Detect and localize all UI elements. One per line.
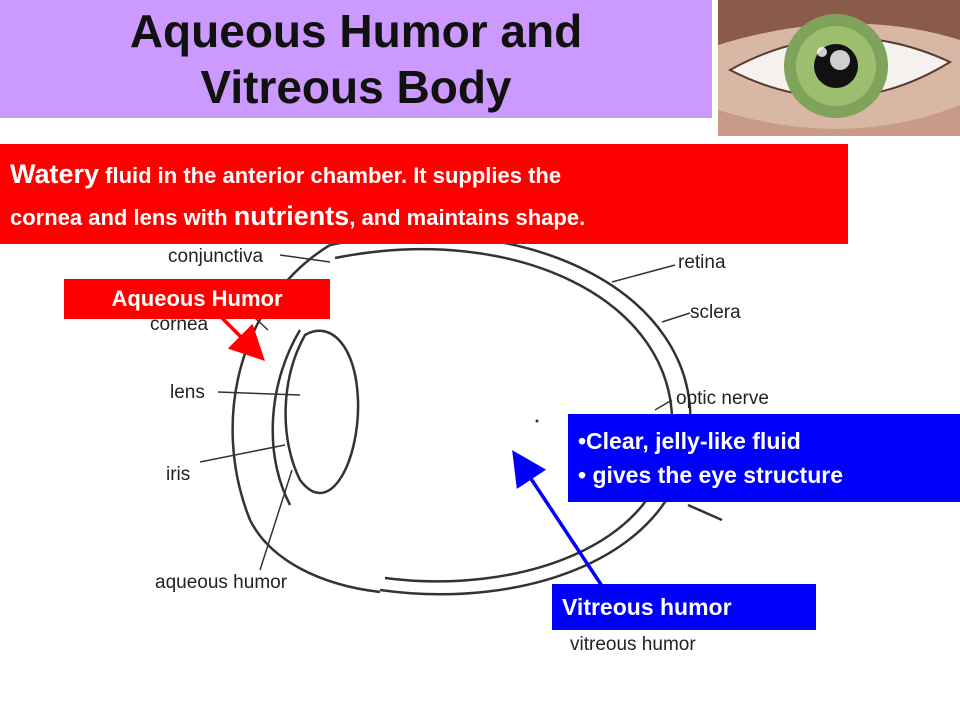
- description-text-2: cornea and lens with: [10, 205, 234, 230]
- description-keyword-nutrients: nutrients: [233, 201, 350, 231]
- info-bullet-2: • gives the eye structure: [578, 462, 843, 488]
- label-optic-nerve: optic nerve: [676, 388, 769, 409]
- title-line-2: Vitreous Body: [200, 61, 512, 113]
- label-sclera: sclera: [690, 302, 741, 323]
- aqueous-arrow: [220, 316, 265, 361]
- lens-shape: [284, 329, 360, 495]
- description-callout: Watery fluid in the anterior chamber. It…: [0, 144, 848, 244]
- vitreous-humor-callout: Vitreous humor: [552, 584, 816, 630]
- label-vitreous-humor: vitreous humor: [570, 634, 696, 655]
- label-lens: lens: [170, 382, 205, 403]
- title-banner: Aqueous Humor and Vitreous Body: [0, 0, 712, 118]
- optic-nerve-line-2: [687, 503, 723, 522]
- label-cornea: cornea: [150, 314, 209, 335]
- description-line-2: cornea and lens with nutrients, and main…: [10, 196, 840, 238]
- eye-photo: [718, 0, 960, 136]
- iris-line: [271, 329, 302, 506]
- label-iris: iris: [166, 464, 190, 485]
- label-aqueous-humor: aqueous humor: [155, 572, 288, 593]
- label-conjunctiva: conjunctiva: [168, 246, 263, 267]
- vitreous-info-callout: •Clear, jelly-like fluid • gives the eye…: [568, 414, 960, 502]
- aqueous-humor-callout: Aqueous Humor: [64, 279, 330, 319]
- description-text-1: fluid in the anterior chamber. It suppli…: [99, 163, 562, 188]
- info-bullet-1: •Clear, jelly-like fluid: [578, 428, 801, 454]
- label-retina: retina: [678, 252, 726, 273]
- description-keyword-watery: Watery: [10, 159, 100, 189]
- title-line-1: Aqueous Humor and: [129, 5, 583, 57]
- description-text-3: , and maintains shape.: [349, 205, 586, 230]
- vitreous-arrow: [512, 450, 604, 587]
- description-line-1: Watery fluid in the anterior chamber. It…: [10, 154, 840, 196]
